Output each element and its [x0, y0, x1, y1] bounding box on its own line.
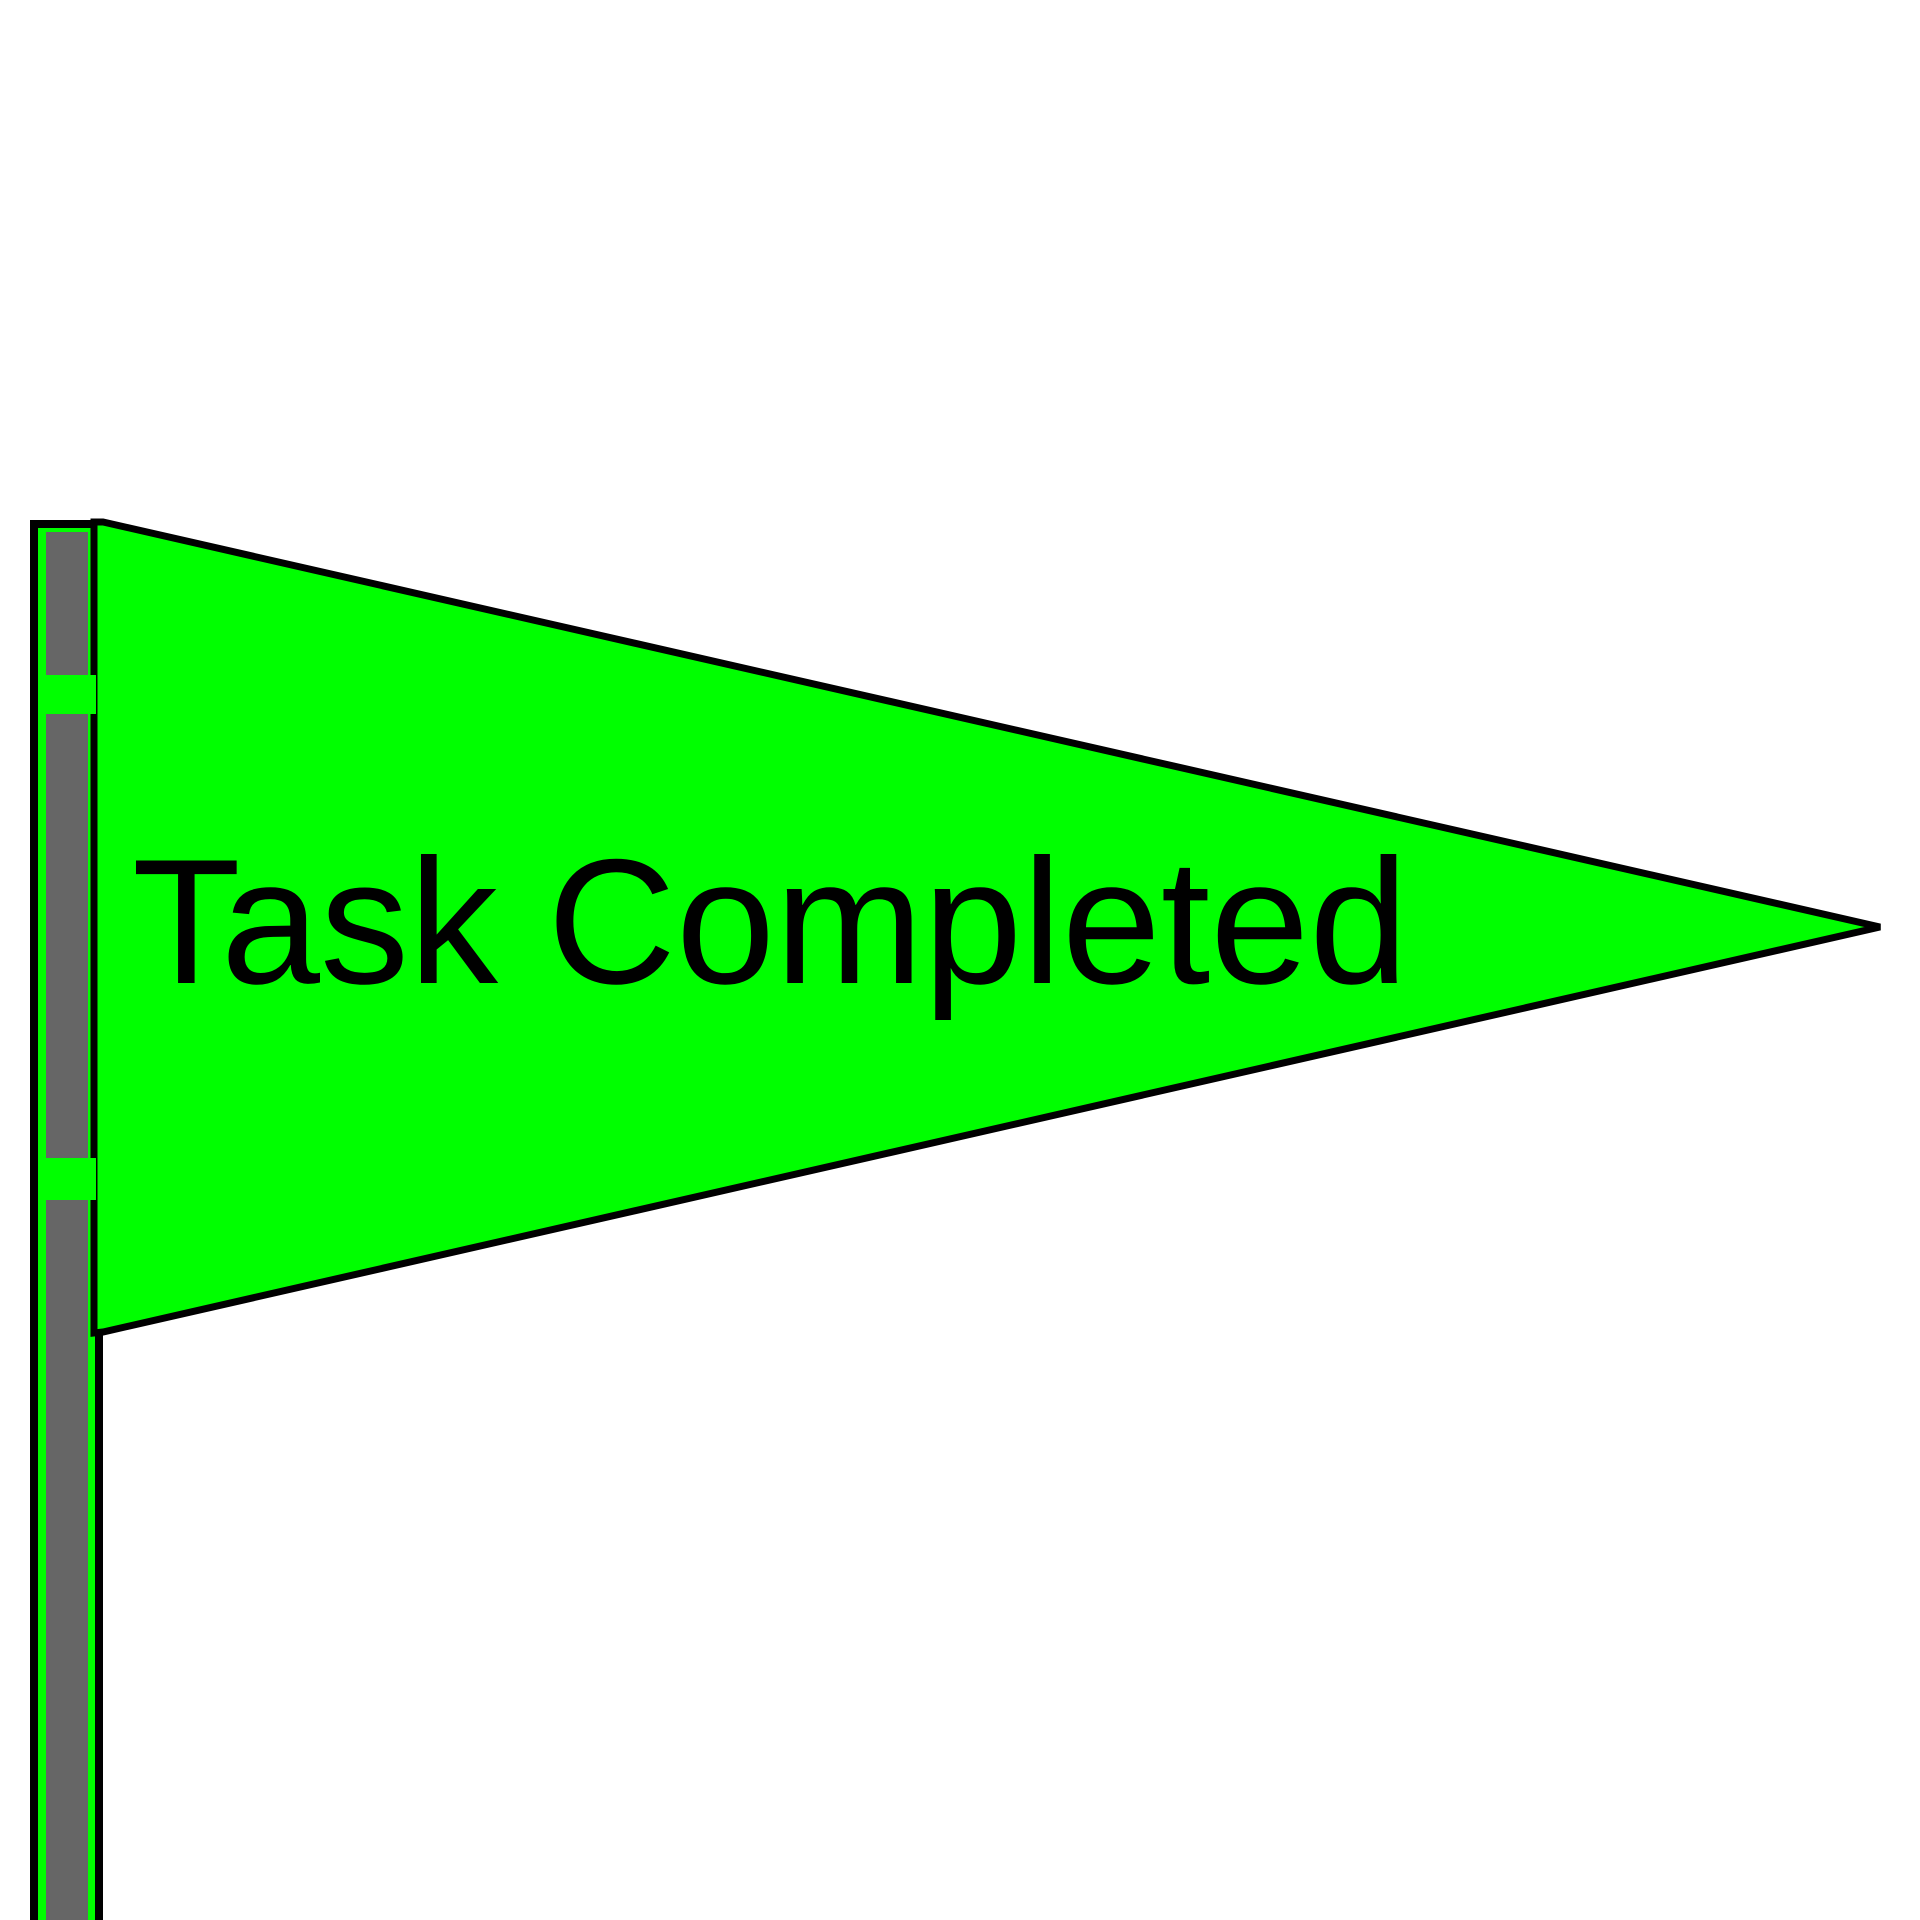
flag-label: Task Completed	[132, 822, 1408, 1021]
flag-pole	[46, 532, 88, 1920]
flag-top-attachment-band	[38, 675, 96, 714]
flag-bottom-attachment-band	[38, 1158, 96, 1200]
